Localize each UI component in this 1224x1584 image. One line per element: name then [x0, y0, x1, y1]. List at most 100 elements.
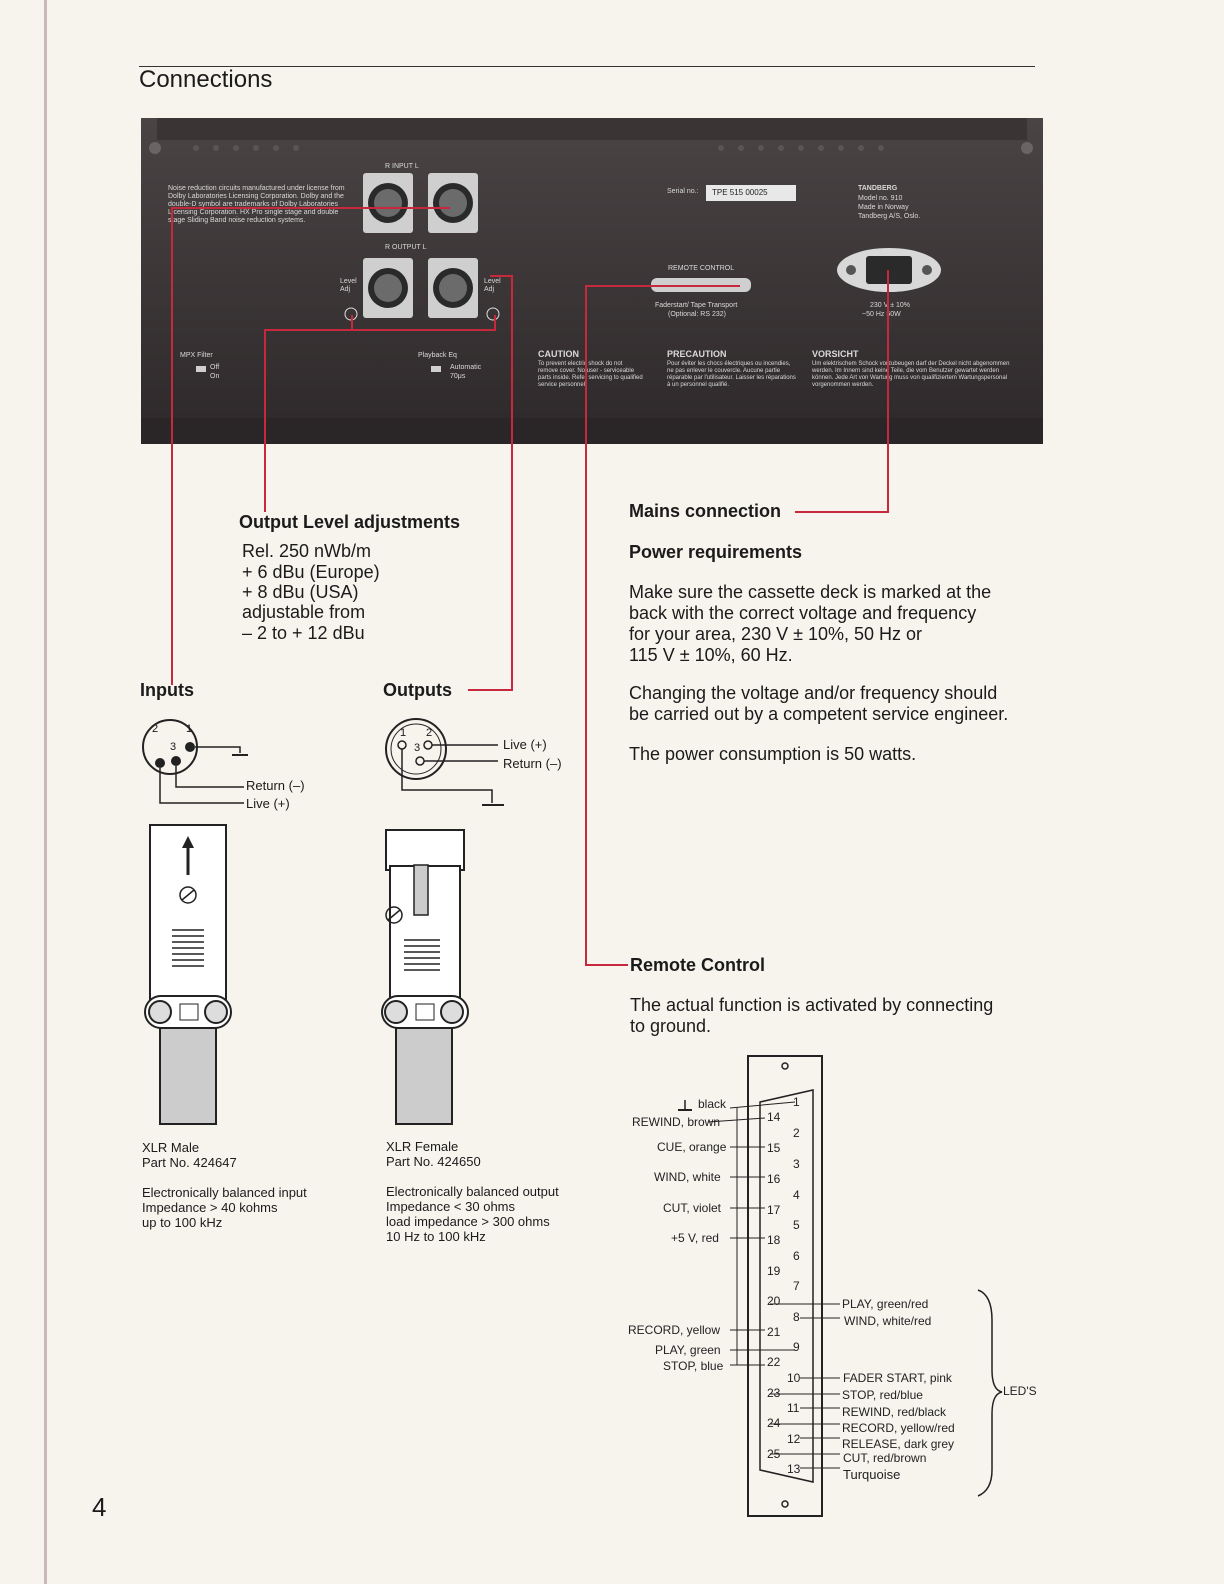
vorsicht-text: Um elektrischem Schock vorzubeugen darf … — [812, 361, 1010, 388]
serial-value: TPE 515 00025 — [712, 188, 768, 197]
output-pin-1: 1 — [400, 727, 407, 739]
outputs-heading: Outputs — [383, 680, 452, 700]
input-label: R INPUT L — [385, 163, 419, 170]
output-return-label: Return (–) — [503, 756, 562, 771]
outputs-desc-2: Impedance < 30 ohms — [386, 1199, 515, 1214]
outputs-desc-4: 10 Hz to 100 kHz — [386, 1229, 486, 1244]
output-level-line-4: adjustable from — [242, 602, 366, 622]
serial-label: Serial no.: — [667, 188, 699, 195]
mpx-on: On — [210, 373, 220, 380]
caution-title: CAUTION — [538, 349, 579, 359]
pin-19: 19 — [767, 1264, 781, 1278]
label-play-green: PLAY, green — [655, 1343, 721, 1357]
pin-6: 6 — [793, 1249, 800, 1263]
power-p1-1: Make sure the cassette deck is marked at… — [629, 582, 992, 602]
label-record-yellow-red: RECORD, yellow/red — [842, 1421, 955, 1435]
level-adj-right: Level Adj — [484, 278, 501, 293]
power-p2-1: Changing the voltage and/or frequency sh… — [629, 683, 998, 703]
pin-23: 23 — [767, 1386, 781, 1400]
inputs-desc-2: Impedance > 40 kohms — [142, 1200, 278, 1215]
pin-20: 20 — [767, 1294, 781, 1308]
label-rewind-red-black: REWIND, red/black — [842, 1405, 947, 1419]
output-level-callout-line — [264, 315, 353, 512]
label-turquoise: Turquoise — [843, 1467, 901, 1482]
inputs-pin-diagram — [142, 719, 248, 804]
pin-11: 11 — [787, 1401, 800, 1415]
mpx-filter: MPX Filter — [180, 352, 213, 359]
mains-heading: Mains connection — [629, 501, 782, 521]
input-return-label: Return (–) — [246, 778, 305, 793]
label-fader-start-pink: FADER START, pink — [843, 1371, 952, 1385]
inputs-callout-line — [171, 207, 450, 685]
xlr-female-name: XLR Female — [386, 1139, 459, 1154]
remote-connector-diagram — [678, 1055, 1003, 1517]
pin-2: 2 — [793, 1126, 800, 1140]
output-level-line-5: – 2 to + 12 dBu — [242, 623, 365, 643]
output-level-line-3: + 8 dBu (USA) — [242, 582, 359, 602]
pin-9: 9 — [793, 1340, 800, 1354]
label-wind-white-red: WIND, white/red — [844, 1314, 932, 1328]
eq-70: 70μs — [450, 373, 466, 380]
pin-12: 12 — [787, 1432, 801, 1446]
xlr-male-part: Part No. 424647 — [142, 1155, 237, 1170]
pin-24: 24 — [767, 1416, 781, 1430]
output-level-callout-line-2 — [352, 315, 496, 331]
company: Tandberg A/S, Oslo. — [858, 213, 921, 220]
remote-heading: Remote Control — [630, 955, 765, 975]
level-adj-left: Level Adj — [340, 278, 357, 293]
page-title: Connections — [139, 66, 273, 93]
outputs-callout-line — [468, 275, 513, 691]
label-cut-red-brown: CUT, red/brown — [843, 1451, 927, 1465]
freq: ~50 Hz 50W — [862, 311, 901, 318]
xlr-male-drawing — [144, 824, 232, 1125]
pin-10: 10 — [787, 1371, 801, 1385]
pin-22: 22 — [767, 1355, 781, 1369]
remote-control-panel: REMOTE CONTROL — [668, 265, 735, 272]
xlr-female-drawing — [381, 829, 469, 1125]
precaution-title: PRECAUTION — [667, 349, 727, 359]
input-pin-1: 1 — [186, 723, 193, 735]
label-cue-orange: CUE, orange — [657, 1140, 727, 1154]
label-rewind-brown: REWIND, brown — [632, 1115, 721, 1129]
label-record-yellow: RECORD, yellow — [628, 1323, 721, 1337]
pin-1: 1 — [793, 1095, 800, 1109]
voltage: 230 V ± 10% — [870, 302, 911, 309]
output-level-heading: Output Level adjustments — [239, 512, 461, 532]
maker: TANDBERG — [858, 185, 898, 192]
pin-16: 16 — [767, 1172, 781, 1186]
label-stop-blue: STOP, blue — [663, 1359, 724, 1373]
mpx-off: Off — [210, 364, 220, 371]
made-in: Made in Norway — [858, 204, 909, 211]
page-edge — [44, 0, 47, 1584]
inputs-heading: Inputs — [140, 680, 194, 700]
remote-text-1: The actual function is activated by conn… — [630, 995, 994, 1015]
label-black: black — [698, 1097, 727, 1111]
inputs-desc-1: Electronically balanced input — [142, 1185, 307, 1200]
label-5v-red: +5 V, red — [671, 1231, 719, 1245]
page-number: 4 — [92, 1492, 107, 1522]
pin-5: 5 — [793, 1218, 800, 1232]
outputs-desc-1: Electronically balanced output — [386, 1184, 559, 1199]
title-rule — [139, 66, 1035, 67]
power-p2-2: be carried out by a competent service en… — [629, 704, 1009, 724]
vorsicht-title: VORSICHT — [812, 349, 859, 359]
input-pin-3: 3 — [170, 741, 177, 753]
pin-8: 8 — [793, 1310, 800, 1324]
pin-13: 13 — [787, 1462, 801, 1476]
pin-21: 21 — [767, 1325, 781, 1339]
playback-eq: Playback Eq — [418, 352, 457, 359]
output-live-label: Live (+) — [503, 737, 547, 752]
label-play-green-red: PLAY, green/red — [842, 1297, 929, 1311]
label-wind-white: WIND, white — [654, 1170, 721, 1184]
optional: (Optional: RS 232) — [668, 311, 726, 318]
remote-text-2: to ground. — [630, 1016, 712, 1036]
pin-7: 7 — [793, 1279, 800, 1293]
fader-start: Faderstart/ Tape Transport — [655, 302, 738, 309]
power-p1-3: for your area, 230 V ± 10%, 50 Hz or — [629, 624, 923, 644]
pin-25: 25 — [767, 1447, 781, 1461]
label-release-dark-grey: RELEASE, dark grey — [842, 1437, 955, 1451]
input-pin-2: 2 — [152, 723, 159, 735]
pin-17: 17 — [767, 1203, 781, 1217]
pin-18: 18 — [767, 1233, 781, 1247]
